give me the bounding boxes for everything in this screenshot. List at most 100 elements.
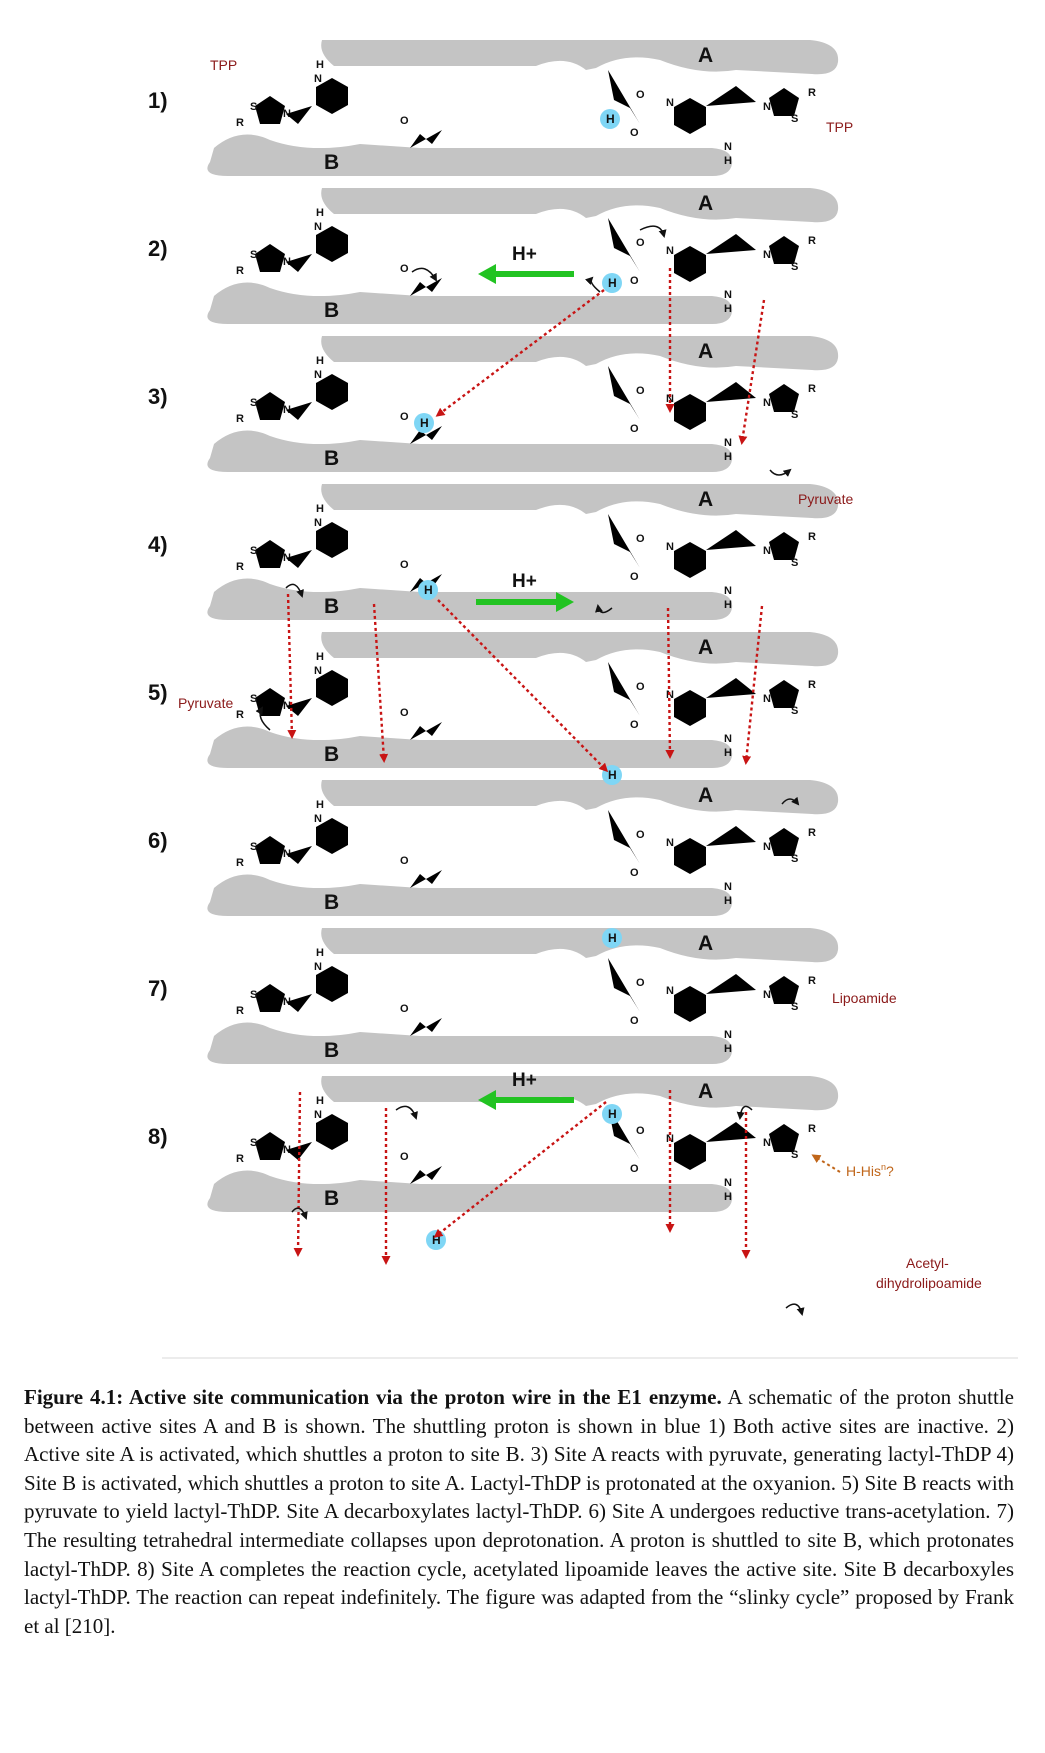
- atom-n: N: [724, 1029, 732, 1041]
- protein-region-b: [207, 444, 733, 472]
- atom-s: S: [250, 249, 257, 261]
- site-label-b: B: [324, 151, 339, 174]
- step-number: 1): [148, 88, 168, 113]
- atom-n: N: [763, 989, 771, 1001]
- atom-r: R: [808, 827, 816, 839]
- atom-h: H: [316, 651, 324, 663]
- proton-shuttle-arrow: H+: [478, 1070, 574, 1110]
- atom-r: R: [808, 975, 816, 987]
- methylene-bridge: [706, 826, 756, 846]
- atom-n: N: [666, 985, 674, 997]
- atom-s: S: [791, 261, 798, 273]
- atom-o: O: [400, 707, 409, 719]
- proton-h: H: [606, 112, 615, 126]
- methylene-bridge: [286, 106, 312, 124]
- atom-o: O: [636, 533, 645, 545]
- atom-s: S: [791, 853, 798, 865]
- proton-transfer-arrow: [437, 599, 609, 773]
- atom-o: O: [630, 423, 639, 435]
- protein-bump-b: [214, 874, 420, 889]
- proton-h: H: [420, 416, 429, 430]
- atom-r: R: [808, 1123, 816, 1135]
- site-label-b: B: [324, 595, 339, 618]
- protein-region-b: [207, 888, 733, 916]
- atom-n: N: [314, 73, 322, 85]
- step-number: 8): [148, 1124, 168, 1149]
- atom-s: S: [791, 1001, 798, 1013]
- atom-n: N: [724, 881, 732, 893]
- shuttle-arrowhead: [478, 1090, 496, 1110]
- curved-arrow-icon: [411, 267, 437, 282]
- proton-highlight: [602, 273, 622, 293]
- atom-s: S: [250, 1137, 257, 1149]
- glutamate-side-chain-icon: [608, 218, 640, 272]
- glutamate-side-chain-icon: [410, 1002, 454, 1036]
- proton-highlight: [414, 413, 434, 433]
- step-number: 7): [148, 976, 168, 1001]
- atom-s: S: [791, 557, 798, 569]
- step-panel-5: 5)ABSNRHNOOONSRNNH: [148, 632, 839, 768]
- proton-transfer-arrow: [435, 289, 605, 417]
- atom-o: O: [636, 829, 645, 841]
- thiazolium-ring-icon: [242, 822, 285, 880]
- shuttling-proton-7: H: [602, 1104, 622, 1124]
- atom-h: H: [724, 1191, 732, 1203]
- atom-r: R: [236, 857, 244, 869]
- site-label-b: B: [324, 1039, 339, 1062]
- atom-n: N: [724, 733, 732, 745]
- atom-n: N: [724, 141, 732, 153]
- curved-arrow-icon: [639, 225, 667, 238]
- atom-r: R: [236, 117, 244, 129]
- aminopyrimidine-ring-icon: [674, 824, 720, 874]
- aminopyrimidine-ring-icon: [316, 212, 362, 262]
- atom-h: H: [316, 59, 324, 71]
- step-number: 4): [148, 532, 168, 557]
- atom-n: N: [314, 369, 322, 381]
- atom-h: H: [316, 799, 324, 811]
- site-label-b: B: [324, 299, 339, 322]
- atom-o: O: [636, 681, 645, 693]
- shuttling-proton-3: H: [414, 413, 434, 433]
- proton-shuttle-arrow: H+: [476, 571, 574, 612]
- glutamate-side-chain-icon: [410, 114, 454, 148]
- atom-r: R: [808, 235, 816, 247]
- atom-n: N: [763, 693, 771, 705]
- atom-h: H: [316, 503, 324, 515]
- methylene-bridge: [286, 846, 312, 864]
- atom-o: O: [630, 867, 639, 879]
- methylene-bridge: [286, 1142, 312, 1160]
- methylene-bridge: [286, 402, 312, 420]
- proton-transfer-arrow: [738, 299, 766, 445]
- atom-o: O: [636, 89, 645, 101]
- aminopyrimidine-ring-icon: [316, 508, 362, 558]
- atom-r: R: [808, 679, 816, 691]
- atom-o: O: [400, 559, 409, 571]
- glutamate-side-chain-icon: [608, 662, 640, 716]
- atom-n: N: [724, 437, 732, 449]
- atom-n: N: [314, 813, 322, 825]
- atom-n: N: [763, 101, 771, 113]
- figure-4-1-schematic: 1)ABSNRHNOOONSRNNH2)ABSNRHNOOONSRNNH3)AB…: [148, 40, 1018, 1359]
- proton-highlight: [602, 1104, 622, 1124]
- aminopyrimidine-ring-icon: [316, 64, 362, 114]
- atom-o: O: [400, 855, 409, 867]
- atom-r: R: [236, 265, 244, 277]
- atom-n: N: [314, 961, 322, 973]
- aminopyrimidine-ring-icon: [316, 804, 362, 854]
- atom-n: N: [314, 1109, 322, 1121]
- methylene-bridge: [706, 234, 756, 254]
- atom-n: N: [314, 221, 322, 233]
- methylene-bridge: [286, 254, 312, 272]
- step-panel-3: 3)ABSNRHNOOONSRNNH: [148, 336, 839, 472]
- atom-o: O: [636, 237, 645, 249]
- proton-h: H: [608, 768, 617, 782]
- protein-bump-b: [214, 282, 420, 297]
- glutamate-side-chain-icon: [608, 958, 640, 1012]
- atom-r: R: [236, 561, 244, 573]
- lipoamide-label: Lipoamide: [832, 990, 897, 1006]
- thiazolium-ring-icon: [242, 378, 285, 436]
- glutamate-side-chain-icon: [410, 854, 454, 888]
- shuttling-proton-8: H: [426, 1230, 446, 1250]
- thiazolium-ring-icon: [242, 230, 285, 288]
- shuttling-proton-6: H: [602, 928, 622, 948]
